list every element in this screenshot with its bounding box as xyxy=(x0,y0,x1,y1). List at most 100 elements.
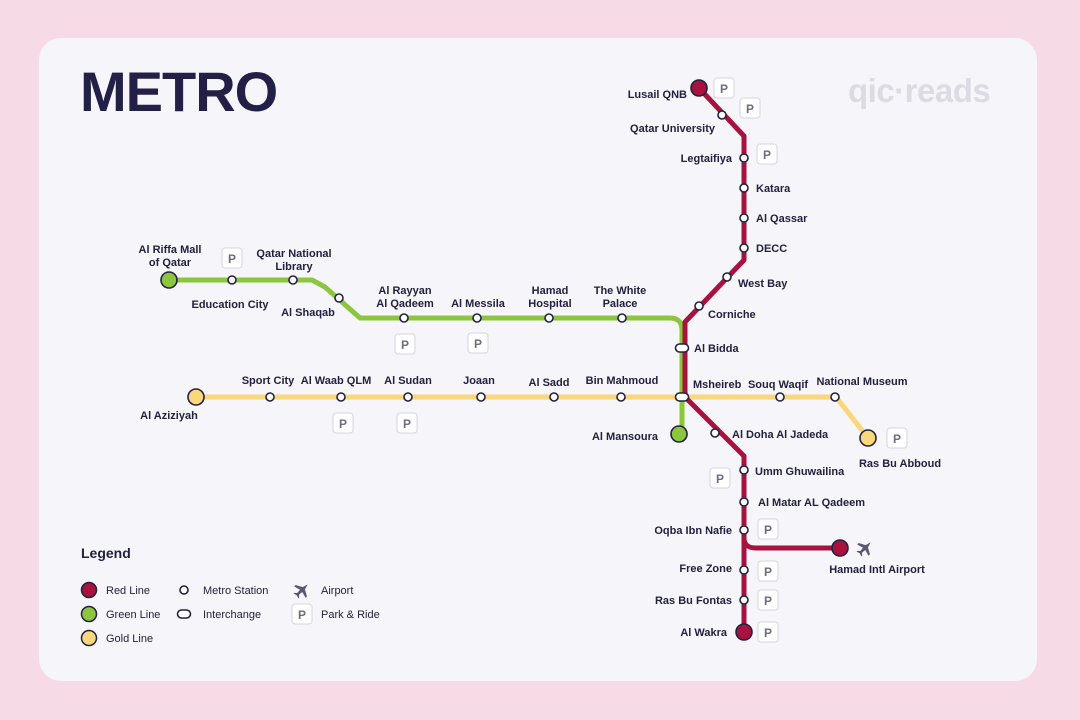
legend-label: Park & Ride xyxy=(321,609,380,621)
station-label-bin-mahmoud: Bin Mahmoud xyxy=(586,375,659,387)
station-label-legtaifiya: Legtaifiya xyxy=(681,153,733,165)
station-al-rayyan-al-qadeem[interactable] xyxy=(399,313,409,323)
park-ride-icon: P xyxy=(396,412,418,434)
station-label-al-wakra: Al Wakra xyxy=(680,627,728,639)
svg-text:P: P xyxy=(764,565,772,579)
terminal-station-al-wakra[interactable] xyxy=(735,623,753,641)
interchange-msheireb[interactable] xyxy=(674,392,690,402)
station-souq-waqif[interactable] xyxy=(775,392,785,402)
svg-text:P: P xyxy=(746,102,754,116)
station-al-qassar[interactable] xyxy=(739,213,749,223)
interchange-al-bidda[interactable] xyxy=(674,343,690,353)
station-label-national-museum: National Museum xyxy=(816,376,907,388)
station-label-qatar-university: Qatar University xyxy=(630,123,716,135)
station-label-hamad-hospital: Hospital xyxy=(528,298,571,310)
park-ride-icon: P xyxy=(757,560,779,582)
station-qatar-national-library[interactable] xyxy=(288,275,298,285)
terminal-station-lusail-qnb[interactable] xyxy=(690,79,708,97)
station-label-qatar-national-library: Qatar National xyxy=(256,248,331,260)
station-label-souq-waqif: Souq Waqif xyxy=(748,379,808,391)
station-label-al-doha-al-jadeda: Al Doha Al Jadeda xyxy=(732,429,829,441)
park-ride-icon: P xyxy=(739,97,761,119)
terminal-station-al-riffa-mall-of-qatar[interactable] xyxy=(160,271,178,289)
station-label-al-waab-qlm: Al Waab QLM xyxy=(301,375,371,387)
airport-icon xyxy=(293,584,308,599)
station-corniche[interactable] xyxy=(694,301,704,311)
svg-text:P: P xyxy=(401,338,409,352)
airport-icon xyxy=(856,542,871,557)
svg-text:P: P xyxy=(764,594,772,608)
legend-label: Red Line xyxy=(106,585,150,597)
station-al-waab-qlm[interactable] xyxy=(336,392,346,402)
station-label-corniche: Corniche xyxy=(708,309,756,321)
svg-text:P: P xyxy=(764,626,772,640)
park-ride-icon: P xyxy=(221,247,243,269)
station-bin-mahmoud[interactable] xyxy=(616,392,626,402)
legend-item-gold-line: Gold Line xyxy=(80,629,153,647)
station-label-the-white-palace: Palace xyxy=(603,298,638,310)
station-ras-bu-fontas[interactable] xyxy=(739,595,749,605)
station-legtaifiya[interactable] xyxy=(739,153,749,163)
svg-text:P: P xyxy=(403,417,411,431)
station-qatar-university[interactable] xyxy=(717,110,727,120)
station-katara[interactable] xyxy=(739,183,749,193)
park-ride-icon: P xyxy=(291,603,313,625)
terminal-station-al-mansoura[interactable] xyxy=(670,425,688,443)
page-title: METRO xyxy=(80,60,278,123)
station-label-hamad-hospital: Hamad xyxy=(532,285,569,297)
terminal-station-al-aziziyah[interactable] xyxy=(187,388,205,406)
legend-label: Metro Station xyxy=(203,585,268,597)
station-label-al-mansoura: Al Mansoura xyxy=(592,431,659,443)
station-sport-city[interactable] xyxy=(265,392,275,402)
park-ride-icon: P xyxy=(332,412,354,434)
station-al-sudan[interactable] xyxy=(403,392,413,402)
brand-logo: qic·reads xyxy=(848,72,991,109)
station-label-ras-bu-fontas: Ras Bu Fontas xyxy=(655,595,732,607)
station-label-al-shaqab: Al Shaqab xyxy=(281,307,335,319)
station-hamad-hospital[interactable] xyxy=(544,313,554,323)
legend-item-park-ride: P Park & Ride xyxy=(291,603,380,625)
station-al-messila[interactable] xyxy=(472,313,482,323)
terminal-station-hamad-intl-airport[interactable] xyxy=(831,539,849,557)
station-label-joaan: Joaan xyxy=(463,375,495,387)
svg-text:P: P xyxy=(763,148,771,162)
station-decc[interactable] xyxy=(739,243,749,253)
station-oqba-ibn-nafie[interactable] xyxy=(739,525,749,535)
station-the-white-palace[interactable] xyxy=(617,313,627,323)
park-ride-icon: P xyxy=(756,143,778,165)
station-al-shaqab[interactable] xyxy=(334,293,344,303)
svg-text:P: P xyxy=(474,337,482,351)
station-label-al-bidda: Al Bidda xyxy=(694,343,739,355)
station-education-city[interactable] xyxy=(227,275,237,285)
svg-text:P: P xyxy=(339,417,347,431)
station-west-bay[interactable] xyxy=(722,272,732,282)
station-joaan[interactable] xyxy=(476,392,486,402)
svg-text:P: P xyxy=(893,432,901,446)
legend-label: Green Line xyxy=(106,609,160,621)
station-label-west-bay: West Bay xyxy=(738,278,788,290)
svg-text:P: P xyxy=(716,472,724,486)
terminal-station-ras-bu-abboud[interactable] xyxy=(859,429,877,447)
park-ride-icon: P xyxy=(757,518,779,540)
park-ride-icon: P xyxy=(467,332,489,354)
station-al-doha-al-jadeda[interactable] xyxy=(710,428,720,438)
station-free-zone[interactable] xyxy=(739,565,749,575)
station-label-umm-ghuwailina: Umm Ghuwailina xyxy=(755,466,845,478)
legend-item-interchange: Interchange xyxy=(176,609,261,621)
station-label-katara: Katara xyxy=(756,183,791,195)
station-label-qatar-national-library: Library xyxy=(275,261,313,273)
legend-label: Gold Line xyxy=(106,633,153,645)
park-ride-icon: P xyxy=(713,77,735,99)
svg-text:P: P xyxy=(298,608,306,622)
legend-label: Interchange xyxy=(203,609,261,621)
station-label-al-rayyan-al-qadeem: Al Qadeem xyxy=(376,298,434,310)
station-al-matar-al-qadeem[interactable] xyxy=(739,497,749,507)
station-al-sadd[interactable] xyxy=(549,392,559,402)
station-umm-ghuwailina[interactable] xyxy=(739,465,749,475)
svg-text:P: P xyxy=(228,252,236,266)
station-national-museum[interactable] xyxy=(830,392,840,402)
map-card xyxy=(39,38,1037,681)
station-label-ras-bu-abboud: Ras Bu Abboud xyxy=(859,458,941,470)
station-label-the-white-palace: The White xyxy=(594,285,647,297)
